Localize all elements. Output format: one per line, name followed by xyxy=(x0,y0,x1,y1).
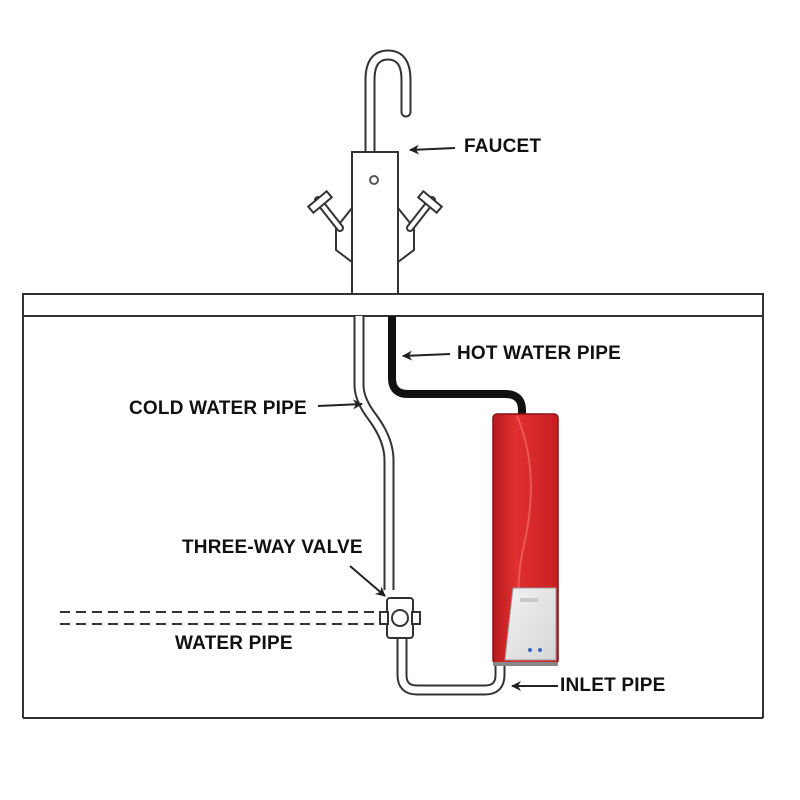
valve-icon xyxy=(379,597,421,639)
water-pipe xyxy=(60,611,389,625)
inlet-pipe xyxy=(396,630,506,696)
cold-water-pipe-label: COLD WATER PIPE xyxy=(129,398,307,419)
faucet-arrow xyxy=(409,144,456,155)
faucet-label: FAUCET xyxy=(464,136,541,157)
cold-water-pipe-arrow xyxy=(317,399,363,410)
countertop xyxy=(22,293,764,317)
hot-water-pipe xyxy=(388,316,526,416)
three-way-valve-label: THREE-WAY VALVE xyxy=(182,537,363,558)
hot-water-pipe-arrow xyxy=(402,350,451,361)
three-way-valve-arrow xyxy=(349,565,386,597)
inlet-pipe-label: INLET PIPE xyxy=(560,675,665,696)
water-heater-icon xyxy=(492,413,559,666)
cabinet xyxy=(22,293,764,719)
cold-water-pipe xyxy=(353,316,395,590)
hot-water-pipe-label: HOT WATER PIPE xyxy=(457,343,621,364)
callout-arrows xyxy=(317,144,558,691)
water-pipe-label: WATER PIPE xyxy=(175,633,293,654)
faucet-icon xyxy=(306,49,444,295)
